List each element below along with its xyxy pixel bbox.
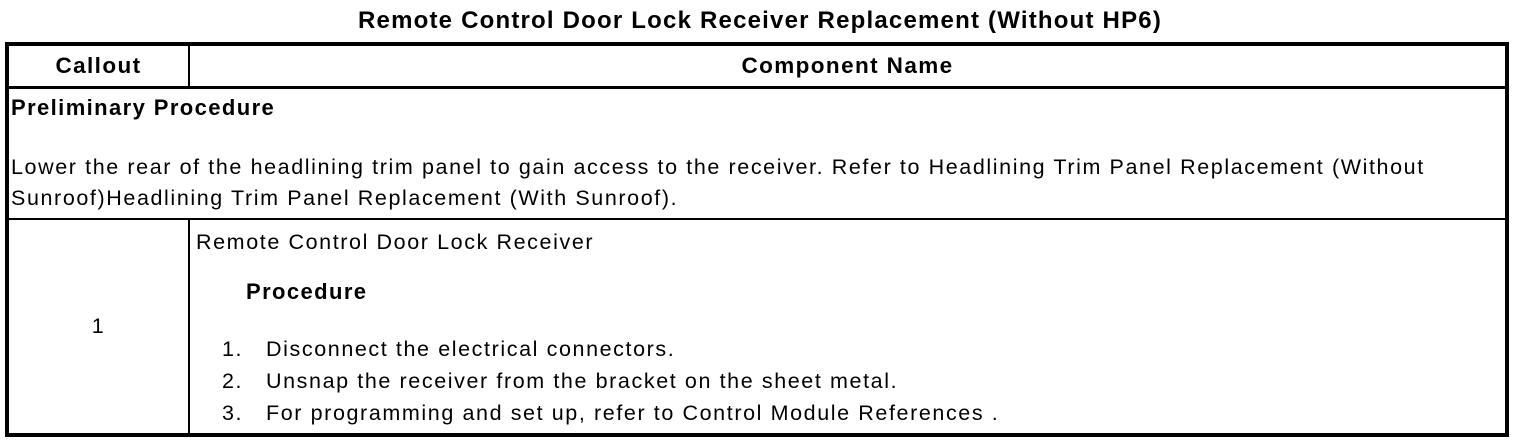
preliminary-procedure-text: Lower the rear of the headlining trim pa…	[11, 155, 1425, 210]
step-number: 1.	[222, 337, 244, 361]
component-name: Remote Control Door Lock Receiver	[196, 230, 595, 254]
component-cell: Remote Control Door Lock Receiver Proced…	[189, 219, 1507, 435]
spacer	[196, 307, 1497, 333]
preliminary-procedure-cell: Preliminary Procedure Lower the rear of …	[7, 87, 1507, 220]
column-header-callout: Callout	[7, 44, 190, 89]
preliminary-procedure-row: Preliminary Procedure Lower the rear of …	[7, 87, 1507, 220]
column-header-component-name: Component Name	[189, 44, 1507, 89]
table-row: 1 Remote Control Door Lock Receiver Proc…	[7, 219, 1507, 435]
step-text: For programming and set up, refer to Con…	[266, 401, 1000, 425]
preliminary-procedure-heading: Preliminary Procedure	[11, 95, 276, 120]
page-title: Remote Control Door Lock Receiver Replac…	[357, 7, 1163, 34]
procedure-heading: Procedure	[246, 279, 368, 304]
procedure-step-2: 2. Unsnap the receiver from the bracket …	[222, 365, 1497, 397]
spacer	[196, 257, 1497, 277]
procedure-step-3: 3. For programming and set up, refer to …	[222, 397, 1497, 429]
procedure-step-1: 1. Disconnect the electrical connectors.	[222, 333, 1497, 365]
table-header-row: Callout Component Name	[7, 44, 1507, 89]
step-text: Unsnap the receiver from the bracket on …	[266, 369, 899, 393]
component-table: Callout Component Name Preliminary Proce…	[5, 42, 1509, 437]
step-number: 2.	[222, 369, 244, 393]
callout-value: 1	[7, 219, 190, 435]
step-text: Disconnect the electrical connectors.	[266, 337, 676, 361]
spacer	[11, 122, 1497, 152]
step-number: 3.	[222, 401, 244, 425]
